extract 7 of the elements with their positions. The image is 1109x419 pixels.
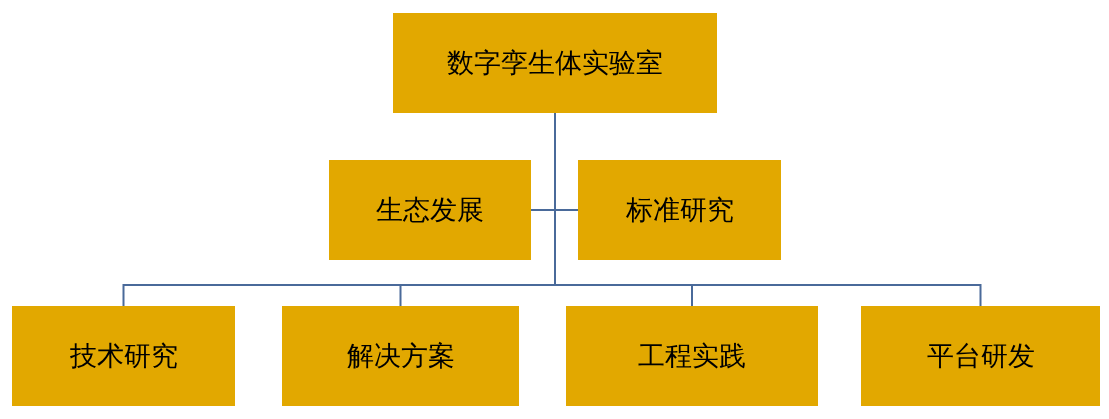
- org-box: 解决方案: [282, 306, 519, 406]
- org-box: 数字孪生体实验室: [393, 13, 717, 113]
- org-box: 生态发展: [329, 160, 531, 260]
- org-box: 平台研发: [861, 306, 1100, 406]
- org-box: 技术研究: [12, 306, 235, 406]
- org-box: 标准研究: [578, 160, 781, 260]
- org-box: 工程实践: [566, 306, 818, 406]
